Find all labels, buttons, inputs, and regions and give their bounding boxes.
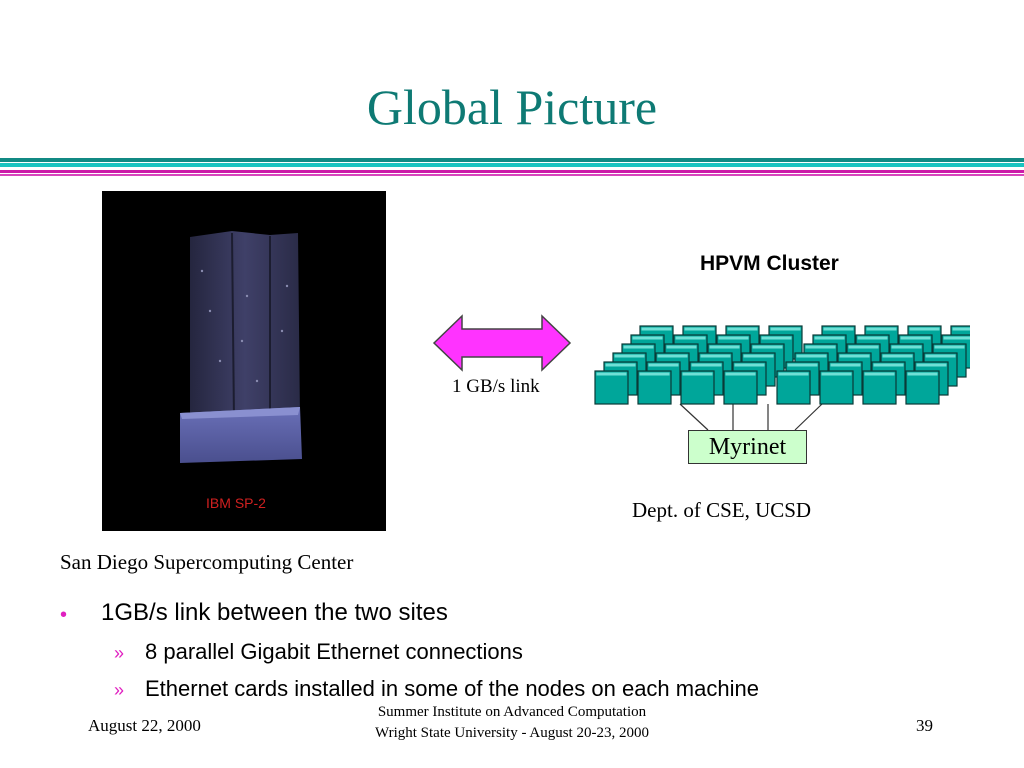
title-rule-magenta-light (0, 174, 1024, 176)
cluster-node-highlight (605, 363, 636, 367)
cluster-node-highlight (648, 363, 679, 367)
cluster-node-highlight (709, 345, 740, 349)
ucsd-caption: Dept. of CSE, UCSD (632, 498, 812, 522)
cluster-node-highlight (952, 327, 970, 331)
ibm-sp2-photo: IBM SP-2 (102, 191, 386, 531)
cluster-node-highlight (864, 372, 895, 376)
bullet-main: 1GB/s link between the two sites (101, 599, 448, 626)
cluster-node-highlight (596, 372, 627, 376)
double-arrow-icon (432, 314, 572, 372)
sub-bullet-2: Ethernet cards installed in some of the … (145, 676, 759, 701)
link-arrow-shape (432, 314, 572, 372)
cluster-node-highlight (909, 327, 940, 331)
cluster-node-highlight (718, 336, 749, 340)
cluster-node-highlight (666, 345, 697, 349)
cluster-node-highlight (814, 336, 845, 340)
footer-date: August 22, 2000 (88, 716, 201, 735)
cluster-node-highlight (796, 354, 827, 358)
cluster-node-highlight (830, 363, 861, 367)
cluster-node-highlight (725, 372, 756, 376)
ibm-sp2-label: IBM SP-2 (206, 495, 266, 511)
cluster-node-highlight (675, 336, 706, 340)
cluster-node-highlight (727, 327, 758, 331)
cluster-node (680, 370, 715, 405)
cluster-node-highlight (934, 345, 965, 349)
cluster-node-highlight (700, 354, 731, 358)
sub-bullet-1: 8 parallel Gigabit Ethernet connections (145, 639, 523, 664)
cluster-node-highlight (778, 372, 809, 376)
cluster-node-highlight (882, 354, 913, 358)
cluster-node-highlight (916, 363, 947, 367)
cluster-node-highlight (787, 363, 818, 367)
cluster-node (905, 370, 940, 405)
cluster-node (594, 370, 629, 405)
cluster-node-highlight (752, 345, 783, 349)
link-label: 1 GB/s link (452, 376, 540, 397)
cluster-node (776, 370, 811, 405)
sdsc-caption: San Diego Supercomputing Center (60, 550, 354, 574)
cluster-node-highlight (641, 327, 672, 331)
cluster-node-highlight (770, 327, 801, 331)
title-rule-dark-teal (0, 158, 1024, 162)
cluster-node-highlight (734, 363, 765, 367)
myrinet-switch: Myrinet (688, 430, 807, 464)
cluster-node-highlight (907, 372, 938, 376)
cluster-node-grid (594, 325, 970, 405)
cluster-node-highlight (761, 336, 792, 340)
cluster-node-highlight (866, 327, 897, 331)
cluster-node-highlight (657, 354, 688, 358)
cluster-node (862, 370, 897, 405)
title-rule-magenta (0, 170, 1024, 173)
ibm-sp2-illustration: IBM SP-2 (102, 191, 386, 531)
title-rule-teal (0, 163, 1024, 167)
cluster-node-highlight (614, 354, 645, 358)
cluster-node-highlight (857, 336, 888, 340)
myrinet-link-line (794, 403, 823, 431)
cluster-node-highlight (743, 354, 774, 358)
cluster-node-highlight (891, 345, 922, 349)
cluster-node-highlight (682, 372, 713, 376)
cluster-node-highlight (623, 345, 654, 349)
cluster-node-highlight (821, 372, 852, 376)
slide-title: Global Picture (366, 79, 658, 135)
myrinet-connection-lines (679, 403, 823, 431)
cluster-node-highlight (805, 345, 836, 349)
cluster-title: HPVM Cluster (700, 252, 839, 275)
cluster-node-highlight (848, 345, 879, 349)
cluster-node-highlight (839, 354, 870, 358)
myrinet-link-line (679, 403, 709, 431)
footer-event-line1: Summer Institute on Advanced Computation (377, 704, 647, 720)
cluster-node (637, 370, 672, 405)
sub-bullet-marker: » (114, 680, 125, 700)
cluster-node-highlight (639, 372, 670, 376)
cluster-node-highlight (632, 336, 663, 340)
cluster-node (723, 370, 758, 405)
cluster-node-highlight (823, 327, 854, 331)
page-number: 39 (916, 716, 933, 735)
cluster-node-highlight (943, 336, 970, 340)
sub-bullet-marker: » (114, 643, 125, 663)
cluster-node-highlight (925, 354, 956, 358)
cluster-node-highlight (684, 327, 715, 331)
cluster-node (819, 370, 854, 405)
footer-event-line2: Wright State University - August 20-23, … (375, 725, 649, 741)
bullet-dot: • (60, 604, 68, 626)
cluster-node-highlight (873, 363, 904, 367)
cluster-nodes-diagram (594, 325, 970, 431)
cluster-node-highlight (900, 336, 931, 340)
cluster-node-highlight (691, 363, 722, 367)
